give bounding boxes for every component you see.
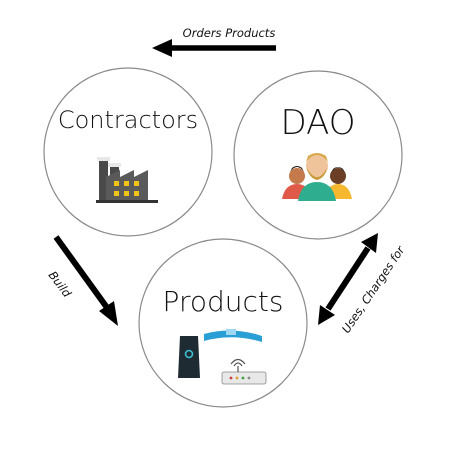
devices-icon [178, 329, 267, 385]
arrow-uses [325, 246, 371, 311]
arrowhead-build [99, 301, 118, 326]
edge-uses-label: Uses, Charges for [339, 242, 408, 335]
node-products-label: Products [163, 285, 284, 318]
arrowhead-uses-dao [361, 233, 378, 253]
people-icon [282, 153, 352, 201]
edge-orders-products: Orders Products [152, 26, 276, 57]
arrowhead-uses-products [318, 305, 335, 325]
arrowhead-orders [152, 39, 172, 57]
factory-icon [96, 157, 158, 203]
edge-uses-charges: Uses, Charges for [318, 233, 408, 336]
edge-build-label: Build [46, 268, 75, 300]
node-contractors-circle [43, 67, 213, 237]
node-products: Products [138, 238, 308, 408]
node-contractors: Contractors [43, 67, 213, 237]
edge-orders-label: Orders Products [183, 26, 276, 40]
node-dao-label: DAO [280, 103, 355, 143]
node-dao: DAO [233, 70, 403, 240]
arrow-build [53, 235, 111, 311]
edge-build: Build [46, 235, 118, 326]
node-contractors-label: Contractors [58, 106, 198, 134]
